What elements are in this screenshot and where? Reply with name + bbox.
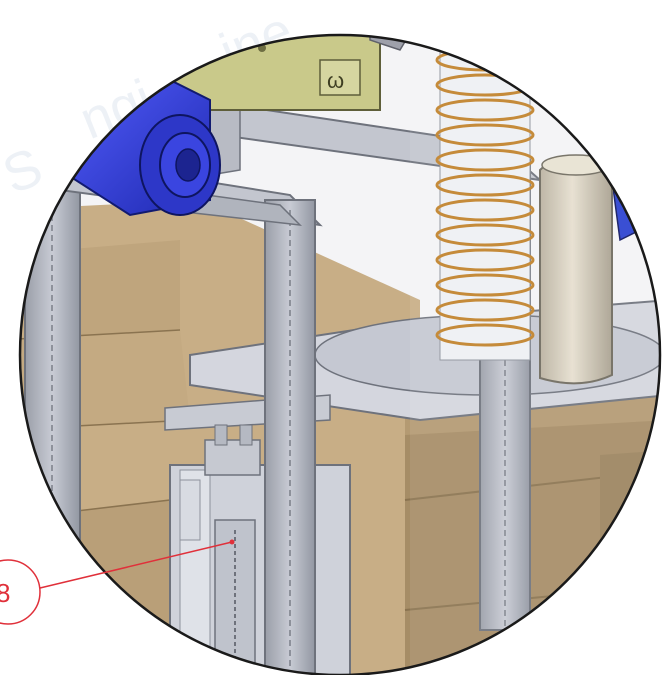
callout-balloon xyxy=(0,559,41,625)
detail-circle-border xyxy=(18,33,662,675)
callout-anchor xyxy=(229,539,235,545)
bracket-glyph: ω xyxy=(327,68,344,93)
callout-leader-line xyxy=(39,541,233,589)
callout-8: 8 xyxy=(0,539,235,625)
helical-spring xyxy=(435,35,535,361)
linear-actuator xyxy=(169,424,351,675)
watermark-fragment-left: S xyxy=(0,137,51,206)
callout-label: 8 xyxy=(0,578,10,608)
